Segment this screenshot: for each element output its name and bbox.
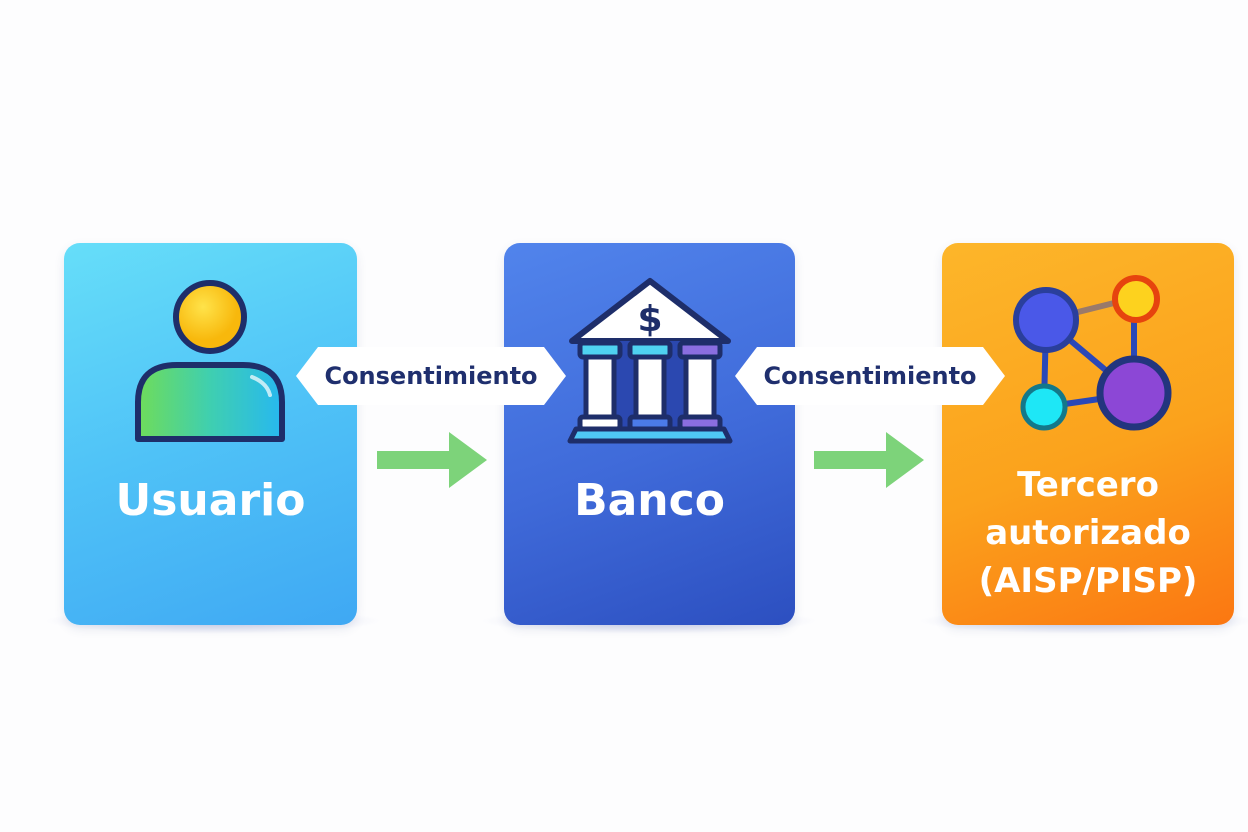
node-label: Banco (574, 475, 725, 526)
user-icon (135, 280, 285, 442)
arrow-right-icon (377, 432, 487, 488)
edge-label-consent-2: Consentimiento (735, 347, 1005, 405)
arrow-right-icon (814, 432, 924, 488)
bank-icon: $ (567, 278, 733, 444)
node-usuario: Usuario (64, 243, 357, 625)
dollar-symbol: $ (637, 299, 662, 340)
edge-label-text: Consentimiento (763, 362, 977, 390)
node-banco: $ Banco (504, 243, 795, 625)
network-icon (1013, 275, 1172, 431)
node-label: Usuario (115, 475, 306, 526)
node-label-line: autorizado (985, 513, 1191, 553)
node-label-line: Tercero (1017, 465, 1159, 505)
node-tercero: Tercero autorizado (AISP/PISP) (942, 243, 1234, 625)
edge-label-text: Consentimiento (324, 362, 538, 390)
edge-label-consent-1: Consentimiento (296, 347, 566, 405)
node-label-line: (AISP/PISP) (978, 561, 1198, 601)
